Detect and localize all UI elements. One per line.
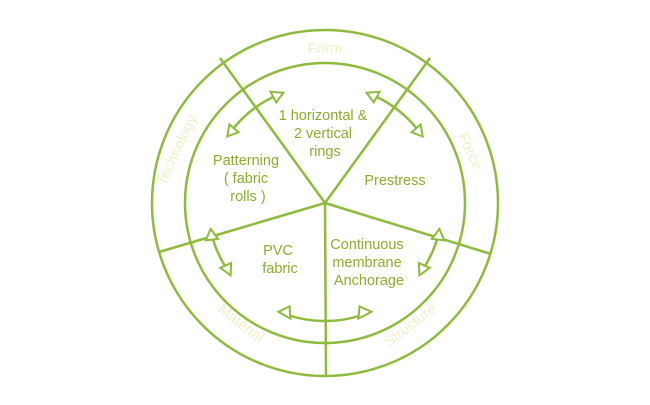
- arrow-arc-top-left: [229, 93, 279, 133]
- divider-structure-material: [323, 202, 328, 377]
- arrow-arc-top-right: [371, 93, 421, 133]
- arrowhead-icon: [357, 304, 374, 321]
- inner-label-anchorage: Continuous membrane Anchorage: [330, 237, 407, 289]
- inner-label-patterning: Patterning ( fabric rolls ): [213, 153, 283, 205]
- inner-label-rings: 1 horizontal & 2 vertical rings: [279, 108, 372, 160]
- arrowhead-icon: [204, 226, 220, 242]
- divider-material-technology: [158, 201, 326, 254]
- arrow-heads: [204, 90, 446, 321]
- arrowhead-icon: [409, 122, 424, 139]
- divider-form-technology: [218, 57, 327, 204]
- arrowhead-icon: [268, 90, 286, 105]
- arrowhead-icon: [417, 261, 432, 278]
- inner-label-pvc: PVC fabric: [262, 243, 297, 277]
- outer-label-material: Material: [215, 300, 268, 346]
- arrowhead-icon: [226, 122, 241, 139]
- divider-form-force: [323, 57, 432, 204]
- divider-force-structure: [324, 201, 492, 256]
- outer-label-form: Form: [308, 40, 343, 57]
- inner-label-prestress: Prestress: [364, 173, 425, 189]
- arrowhead-icon: [218, 261, 233, 278]
- arrowhead-icon: [430, 226, 446, 242]
- arrowhead-icon: [276, 304, 292, 321]
- outer-label-structure: Structure: [381, 300, 439, 351]
- arrowhead-icon: [364, 90, 382, 105]
